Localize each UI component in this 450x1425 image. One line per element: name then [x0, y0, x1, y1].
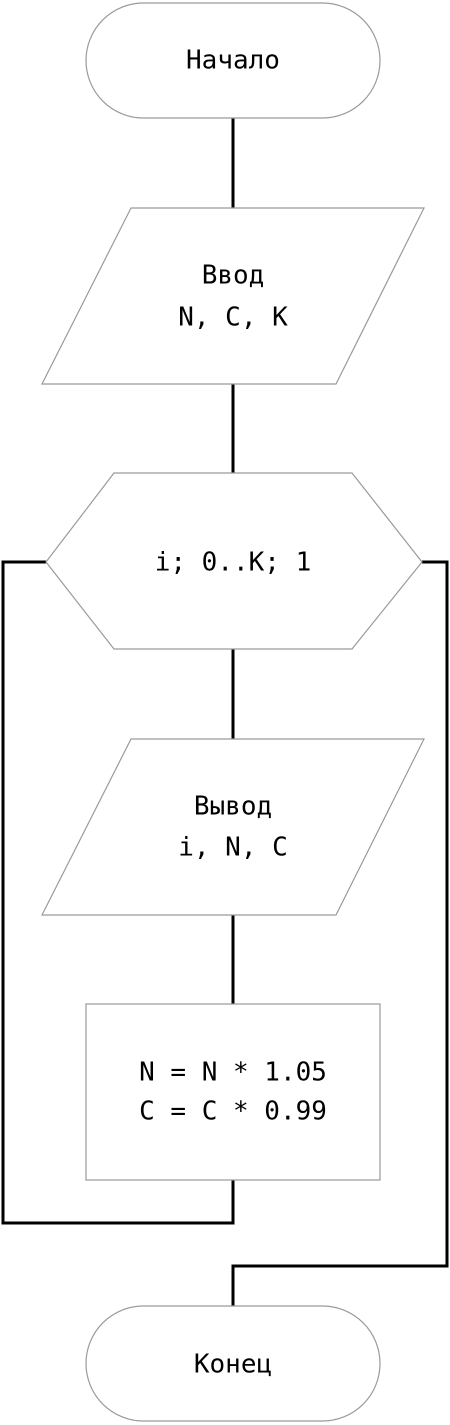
connectors [1, 118, 449, 1306]
loop-label: i; 0..K; 1 [155, 548, 312, 578]
input-block: Ввод N, C, K [41, 207, 425, 385]
output-shape [41, 738, 425, 916]
end-label: Конец [194, 1350, 272, 1380]
connector-loop-back [1, 560, 235, 1225]
start-shape [85, 2, 381, 119]
process-shape [85, 1003, 381, 1181]
start-terminator: Начало [85, 2, 381, 119]
input-label-line2: N, C, K [178, 303, 288, 333]
end-shape [85, 1305, 381, 1422]
input-label-line1: Ввод [202, 261, 265, 291]
process-label-line2: C = C * 0.99 [139, 1097, 327, 1127]
start-label: Начало [186, 46, 280, 76]
connector-loop-exit [231, 560, 449, 1306]
output-label-line2: i, N, C [178, 833, 288, 863]
input-shape [41, 207, 425, 385]
process-label-line1: N = N * 1.05 [139, 1058, 327, 1088]
output-label-line1: Вывод [194, 792, 272, 822]
loop-block: i; 0..K; 1 [45, 472, 423, 650]
output-block: Вывод i, N, C [41, 738, 425, 916]
end-terminator: Конец [85, 1305, 381, 1422]
process-block: N = N * 1.05 C = C * 0.99 [85, 1003, 381, 1181]
loop-shape [45, 472, 423, 650]
